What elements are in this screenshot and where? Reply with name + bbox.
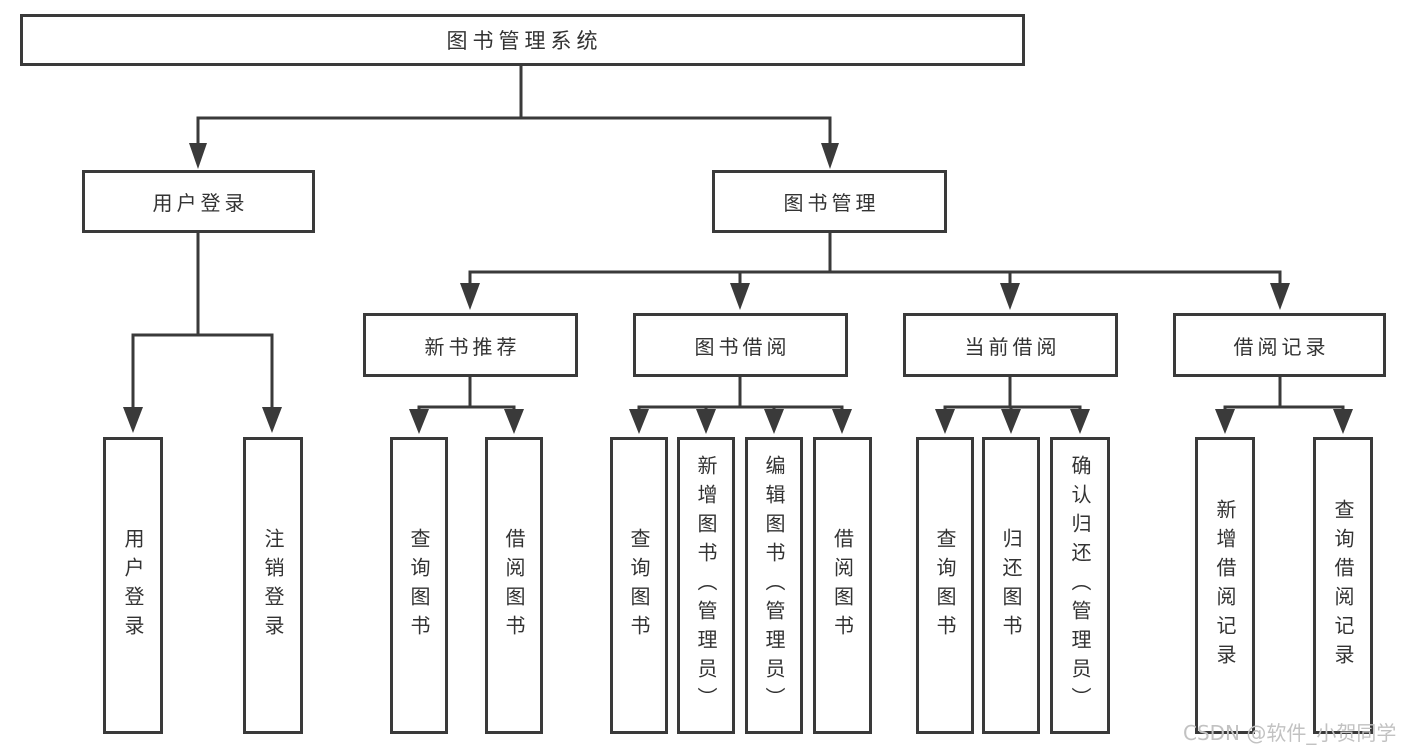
leaf-edit-book-admin: 编辑图书（管理员）	[745, 437, 803, 734]
node-user-login: 用户登录	[82, 170, 315, 233]
node-label: 新增借阅记录	[1213, 498, 1237, 673]
node-label: 图书借阅	[694, 334, 791, 359]
node-label: 注销登录	[261, 527, 285, 644]
leaf-borrow-books: 借阅图书	[813, 437, 872, 734]
node-label: 确认归还（管理员）	[1068, 455, 1092, 716]
node-label: 编辑图书（管理员）	[762, 455, 786, 716]
leaf-query-books-recommend: 查询图书	[390, 437, 448, 734]
leaf-user-login: 用户登录	[103, 437, 163, 734]
node-label: 用户登录	[121, 527, 145, 644]
leaf-query-books-current: 查询图书	[916, 437, 974, 734]
leaf-add-book-admin: 新增图书（管理员）	[677, 437, 735, 734]
node-label: 图书管理系统	[446, 29, 603, 53]
node-label: 新增图书（管理员）	[694, 455, 718, 716]
node-new-book-recommend: 新书推荐	[363, 313, 578, 377]
node-book-borrow: 图书借阅	[633, 313, 848, 377]
node-label: 借阅记录	[1233, 334, 1330, 359]
node-label: 查询图书	[407, 527, 431, 644]
csdn-watermark: CSDN @软件_小贺同学	[1183, 721, 1397, 745]
leaf-query-books-borrow: 查询图书	[610, 437, 668, 734]
node-label: 归还图书	[999, 527, 1023, 644]
node-label: 借阅图书	[830, 527, 855, 644]
leaf-borrow-books-recommend: 借阅图书	[485, 437, 543, 734]
leaf-confirm-return-admin: 确认归还（管理员）	[1050, 437, 1110, 734]
leaf-add-borrow-record: 新增借阅记录	[1195, 437, 1255, 734]
node-library-management-system: 图书管理系统	[20, 14, 1025, 66]
leaf-return-book: 归还图书	[982, 437, 1040, 734]
node-label: 借阅图书	[502, 527, 526, 644]
node-label: 查询借阅记录	[1331, 498, 1355, 673]
node-label: 新书推荐	[424, 334, 521, 359]
node-current-borrow: 当前借阅	[903, 313, 1118, 377]
node-label: 图书管理	[783, 191, 880, 215]
leaf-logout-login: 注销登录	[243, 437, 303, 734]
node-book-management: 图书管理	[712, 170, 947, 233]
node-label: 用户登录	[152, 191, 249, 215]
node-label: 当前借阅	[964, 334, 1061, 359]
leaf-query-borrow-record: 查询借阅记录	[1313, 437, 1373, 734]
node-label: 查询图书	[933, 527, 957, 644]
node-borrow-records: 借阅记录	[1173, 313, 1386, 377]
node-label: 查询图书	[627, 527, 651, 644]
